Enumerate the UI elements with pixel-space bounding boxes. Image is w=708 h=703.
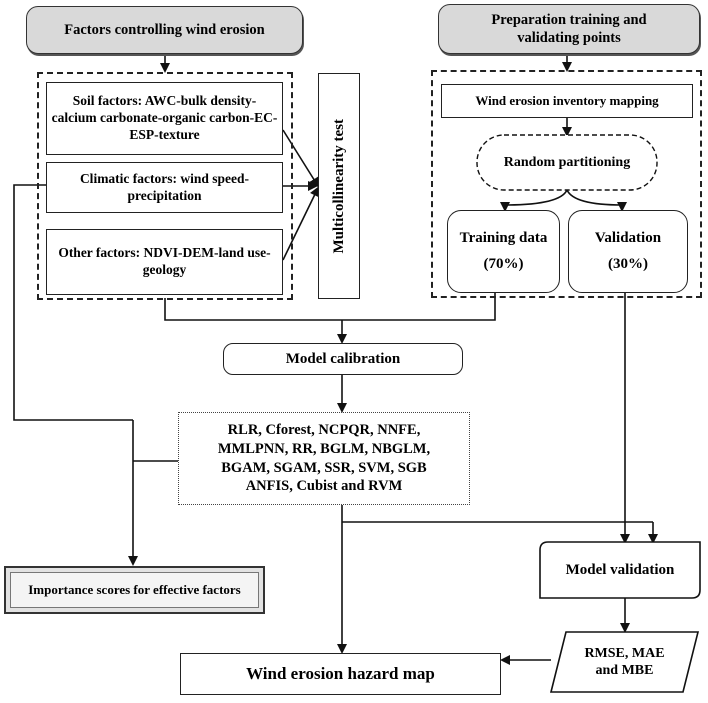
preparation-header-label: Preparation training and validating poin… — [491, 11, 647, 46]
model-validation-shape — [539, 541, 701, 599]
validation-label: Validation — [594, 230, 662, 246]
hazard-map-label: Wind erosion hazard map — [246, 664, 435, 684]
arrow-soil-to-multicollinearity — [282, 129, 320, 188]
models-list-box: RLR, Cforest, NCPQR, NNFE, MMLPNN, RR, B… — [178, 412, 470, 505]
inventory-mapping-label: Wind erosion inventory mapping — [475, 92, 659, 108]
random-partitioning-box: Random partitioning — [477, 135, 657, 190]
training-pct-label: (70%) — [483, 255, 524, 272]
models-line: ANFIS, Cubist and RVM — [245, 478, 403, 495]
soil-factors-label: Soil factors: AWC-bulk density-calcium c… — [51, 93, 278, 142]
metrics-box: RMSE, MAE and MBE — [558, 634, 691, 690]
merge-line — [164, 293, 496, 321]
feedback-line — [13, 184, 133, 421]
model-validation-box: Model validation — [542, 544, 698, 596]
metrics-line: and MBE — [595, 663, 654, 678]
factors-group — [37, 72, 293, 300]
other-factors-label: Other factors: NDVI-DEM-land use-geology — [58, 245, 271, 277]
importance-scores-label: Importance scores for effective factors — [28, 581, 241, 597]
inventory-mapping-box: Wind erosion inventory mapping — [441, 84, 693, 118]
hazard-map-box: Wind erosion hazard map — [180, 653, 501, 695]
models-line: RLR, Cforest, NCPQR, NNFE, — [227, 421, 421, 438]
model-calibration-box: Model calibration — [223, 343, 463, 375]
multicollinearity-label: Multicollinearity test — [330, 118, 347, 254]
soil-factors-box: Soil factors: AWC-bulk density-calcium c… — [46, 82, 283, 155]
models-line: BGAM, SGAM, SSR, SVM, SGB — [221, 459, 427, 476]
random-partitioning-label: Random partitioning — [503, 154, 631, 170]
other-factors-box: Other factors: NDVI-DEM-land use-geology — [46, 229, 283, 295]
training-data-label: Training data — [459, 230, 548, 246]
training-data-box: Training data (70%) — [447, 210, 560, 293]
metrics-shape — [549, 631, 700, 693]
importance-scores-box: Importance scores for effective factors — [4, 566, 265, 614]
arrow-partitioning-to-training — [500, 189, 568, 212]
multicollinearity-box: Multicollinearity test — [318, 73, 360, 299]
factors-header-label: Factors controlling wind erosion — [64, 21, 265, 38]
factors-header: Factors controlling wind erosion — [26, 6, 303, 54]
model-calibration-label: Model calibration — [285, 350, 401, 367]
validation-pct-label: (30%) — [608, 255, 648, 272]
random-partitioning-shape — [476, 134, 658, 191]
preparation-header: Preparation training and validating poin… — [438, 4, 700, 54]
climatic-factors-label: Climatic factors: wind speed-precipitati… — [79, 170, 250, 203]
preparation-group — [431, 70, 702, 298]
arrow-other-to-multicollinearity — [282, 186, 319, 261]
model-validation-label: Model validation — [565, 561, 675, 578]
models-line: MMLPNN, RR, BGLM, NBGLM, — [217, 440, 431, 457]
climatic-factors-box: Climatic factors: wind speed-precipitati… — [46, 162, 283, 213]
arrow-partitioning-to-validation — [566, 189, 627, 212]
validation-box: Validation (30%) — [568, 210, 688, 293]
metrics-line: RMSE, MAE — [584, 645, 665, 661]
